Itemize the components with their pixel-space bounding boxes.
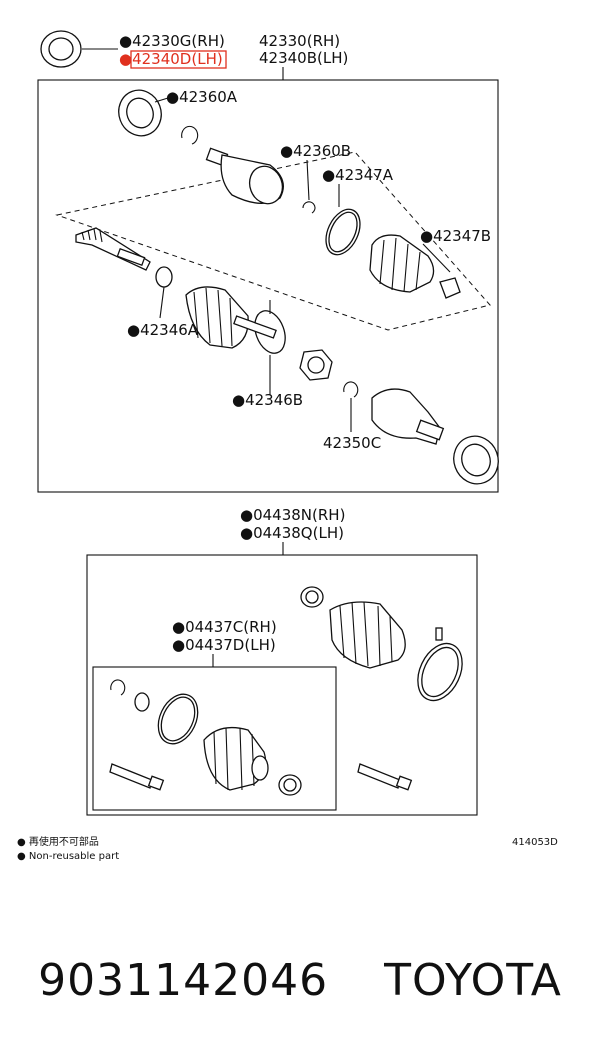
inner-kit-boot — [203, 726, 269, 791]
inner-dust-seal — [453, 435, 499, 485]
clamp-b-label: ●42347B — [420, 227, 491, 245]
snap-b-label: ●42360B — [280, 142, 351, 160]
shaft-collar — [155, 266, 173, 319]
kit-outer-boot — [329, 601, 406, 669]
snap-ring-b — [302, 201, 316, 214]
joint-nut — [299, 349, 333, 381]
snap-b-leader — [306, 159, 310, 201]
inner-group-outline — [55, 151, 491, 331]
clamp-b-part — [439, 277, 461, 299]
shaft-rh-label: 42330(RH) — [259, 32, 340, 50]
legend-line-1: ● 再使用不可部品 — [17, 835, 99, 848]
outer-joint-housing — [205, 147, 284, 205]
clamp-b-leader — [422, 243, 451, 273]
inner-kit-frame — [92, 666, 337, 811]
inner-boot — [185, 286, 249, 349]
ring-c-label: 42350C — [323, 434, 381, 452]
kit-clamp-small — [300, 586, 324, 608]
inner-kit-clamp — [157, 693, 199, 745]
tripod-joint — [233, 300, 286, 354]
brand-name: TOYOTA — [384, 954, 562, 1006]
clamp-a-label: ●42347A — [322, 166, 394, 184]
footer: 9031142046 TOYOTA — [0, 950, 600, 1010]
dust-seal-ring — [118, 89, 162, 137]
drive-shaft — [75, 227, 151, 271]
kit-grease-tube-left — [109, 763, 165, 791]
parts-diagram: ●42330G(RH) ●42340D(LH) 42330(RH) 42340B… — [17, 30, 558, 862]
seal-part — [40, 30, 82, 68]
inner-kit-collar — [134, 692, 150, 712]
boot-clamp-a-label: ●42346A — [127, 321, 199, 339]
shaft-lh-label: 42340B(LH) — [259, 49, 348, 67]
snap-a-leader — [154, 97, 169, 103]
inner-kit-rh-label: ●04437C(RH) — [172, 618, 277, 636]
boot-kit-frame — [86, 554, 478, 816]
inner-snap-ring — [110, 679, 126, 696]
snap-ring-a — [181, 125, 199, 145]
kit-large-clamp — [417, 627, 463, 702]
legend-line-2: ● Non-reusable part — [17, 851, 119, 862]
kit-rh-label: ●04438N(RH) — [240, 506, 345, 524]
inner-kit-lh-label: ●04437D(LH) — [172, 636, 276, 654]
outer-boot — [369, 234, 435, 293]
snap-ring-c — [343, 381, 359, 398]
seal-lh-label: ●42340D(LH) — [119, 50, 223, 68]
part-number: 9031142046 — [38, 954, 329, 1006]
snap-a-label: ●42360A — [166, 88, 238, 106]
shaft-assembly-frame — [37, 79, 499, 493]
boot-clamp-b-label: ●42346B — [232, 391, 303, 409]
inner-joint-housing — [371, 388, 445, 445]
kit-lh-label: ●04438Q(LH) — [240, 524, 344, 542]
kit-grease-tube-right — [357, 763, 413, 791]
inner-kit-small-clamp — [278, 774, 302, 796]
figure-code: 414053D — [512, 837, 558, 848]
clamp-a-ring — [325, 208, 361, 256]
seal-rh-label: ●42330G(RH) — [119, 32, 225, 50]
highlight-box — [130, 50, 227, 69]
